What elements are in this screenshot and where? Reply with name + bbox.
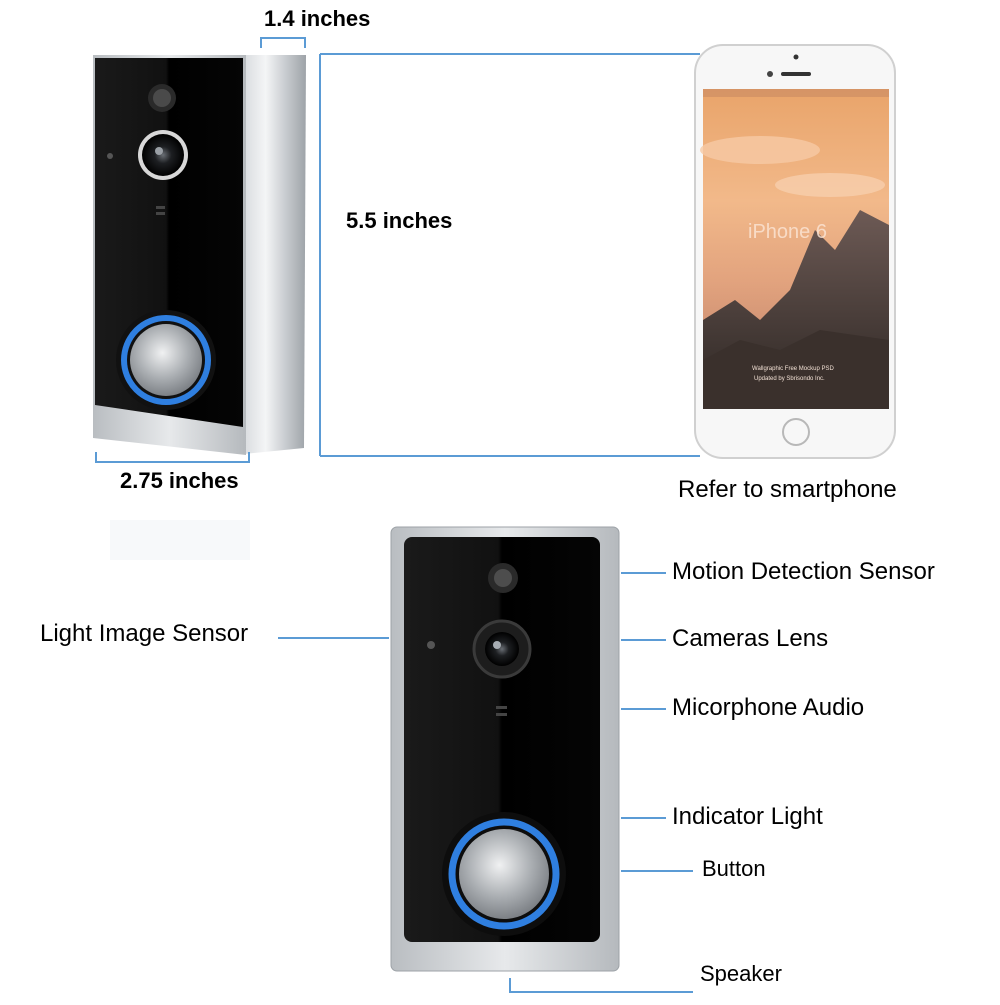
mic-top-slot-2 [156,212,165,215]
reflection [110,520,250,560]
camera-lens-top-glint [155,147,163,155]
phone-camera-icon [793,54,799,60]
camera-lens-label: Cameras Lens [672,625,829,652]
callout-line-speaker [509,978,693,993]
callout-lines [278,572,693,993]
phone-model-text: iPhone 6 [748,221,827,243]
height-label: 5.5 inches [346,208,453,233]
doorbell-side-face [244,55,306,454]
light-sensor-top [107,153,113,159]
camera-lens-top [142,134,184,176]
camera-lens-glass [485,632,519,666]
camera-lens-glint [493,641,501,649]
dimension-lines [95,37,700,463]
width-dimension-line [95,452,250,463]
button-label: Button [702,856,766,881]
motion-sensor-dome [494,569,512,587]
phone-status-bar [703,89,889,97]
motion-sensor-top-dome [153,89,171,107]
motion-sensor-label: Motion Detection Sensor [672,558,935,585]
doorbell-button-top-ring [121,315,211,405]
doorbell-front-view [390,526,620,972]
microphone-slot-2 [496,713,507,716]
screen-foreground [703,330,889,409]
indicator-light-ring [448,818,560,930]
depth-dimension-line [260,37,306,48]
light-sensor-label: Light Image Sensor [40,620,249,647]
depth-label: 1.4 inches [264,6,371,31]
doorbell-button [459,829,549,919]
mic-top-slot-1 [156,206,165,209]
width-label: 2.75 inches [120,468,239,493]
microphone-label: Micorphone Audio [672,694,865,721]
screen-cloud-2 [775,173,885,197]
phone-caption-line-1: Wallgraphic Free Mockup PSD [752,366,834,372]
smartphone [694,44,896,459]
phone-caption-line-2: Updated by Sbrisondo Inc. [754,376,825,382]
phone-home-button [782,418,810,446]
microphone-slot-1 [496,706,507,709]
phone-sensor-icon [767,71,773,77]
phone-earpiece [781,72,811,76]
speaker-label: Speaker [700,961,782,986]
doorbell-top-view [93,55,306,455]
reference-label: Refer to smartphone [678,476,897,503]
screen-cloud-1 [700,136,820,164]
doorbell-button-top [130,324,202,396]
light-sensor [427,641,435,649]
indicator-light-label: Indicator Light [672,803,823,830]
